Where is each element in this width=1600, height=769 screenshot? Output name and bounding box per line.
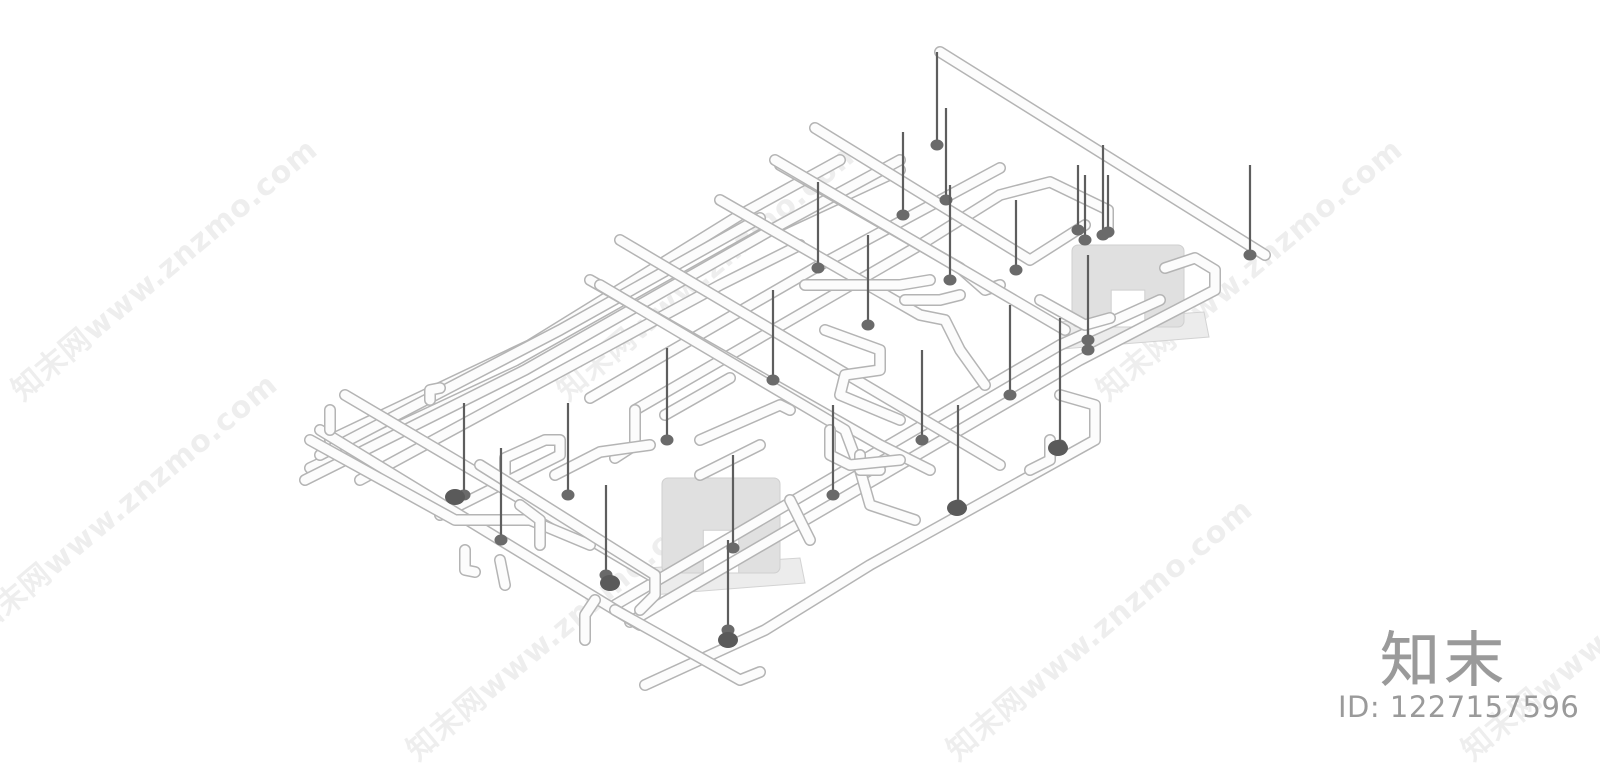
pipe-body <box>770 155 1070 335</box>
hanger-clamp <box>896 209 910 221</box>
pipe-body <box>900 290 965 305</box>
pipe-body <box>810 123 1090 265</box>
pipe-clamp <box>600 575 620 591</box>
hanger-clamp <box>494 534 508 546</box>
hanger-clamp <box>1101 226 1115 238</box>
pipe-body <box>800 275 935 290</box>
brand-logo: 知末 <box>1380 626 1508 697</box>
pipe-body <box>820 325 905 425</box>
pipe-body <box>625 253 1220 627</box>
hanger-clamp <box>766 374 780 386</box>
pipe-body <box>580 595 600 645</box>
hanger-clamp <box>861 319 875 331</box>
pipe-network <box>299 46 1271 691</box>
hanger-clamp <box>1078 234 1092 246</box>
pipe-body <box>715 195 990 390</box>
pipe-body <box>615 235 1005 470</box>
hanger-clamp <box>1243 249 1257 261</box>
pipe-body <box>460 545 480 577</box>
hanger-clamp <box>930 139 944 151</box>
pipe-body <box>695 400 795 445</box>
pipe-body <box>640 390 1100 690</box>
pipe-body <box>695 440 765 480</box>
hanger-rods <box>445 52 1257 648</box>
pipe-clamp <box>718 632 738 648</box>
pipe-body <box>515 500 545 550</box>
pipe-clamp <box>1048 440 1068 456</box>
pipe-body <box>495 555 510 590</box>
pipe-body <box>425 383 445 405</box>
pipe-clamp <box>445 489 465 505</box>
hanger-clamp <box>726 542 740 554</box>
pipe-body <box>315 213 765 460</box>
pipe-body <box>660 373 735 420</box>
pipe-clamp <box>947 500 967 516</box>
hanger-clamp <box>561 489 575 501</box>
pipe-body <box>435 435 565 520</box>
hanger-clamp <box>1081 344 1095 356</box>
hanger-clamp <box>915 434 929 446</box>
pipe-body <box>610 605 765 685</box>
hanger-clamp <box>1081 334 1095 346</box>
pipe-body <box>825 425 905 470</box>
pipe-body <box>315 425 645 630</box>
hanger-clamp <box>660 434 674 446</box>
pipe-body <box>1025 435 1055 475</box>
pipe-body <box>305 435 595 550</box>
hanger-clamp <box>811 262 825 274</box>
hanger-clamp <box>1071 224 1085 236</box>
pipe-body <box>475 460 660 615</box>
pipe-body <box>785 495 815 545</box>
pipe-body <box>550 440 655 480</box>
hanger-clamp <box>1003 389 1017 401</box>
pipe-body <box>1035 295 1115 330</box>
image-id-label: ID: 1227157596 <box>1338 690 1580 724</box>
hanger-clamp <box>1009 264 1023 276</box>
hanger-clamp <box>826 489 840 501</box>
hanger-clamp <box>943 274 957 286</box>
